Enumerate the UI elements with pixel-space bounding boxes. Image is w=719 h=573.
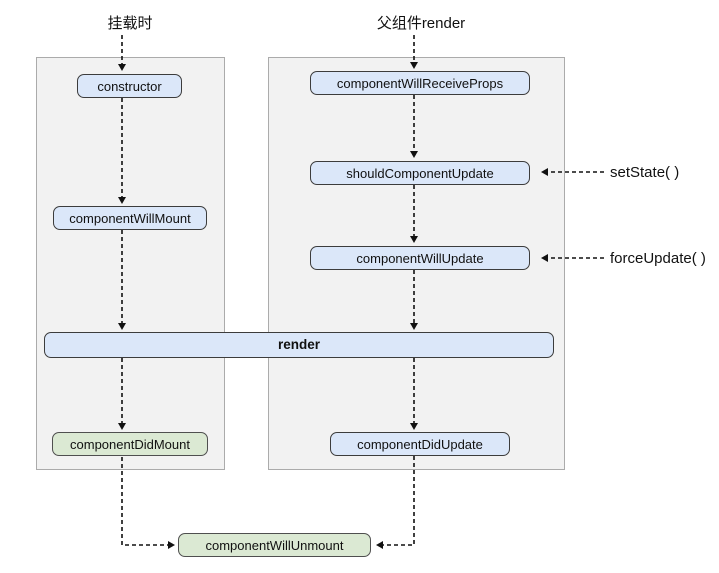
- setstate-label: setState( ): [610, 164, 680, 181]
- node-component-did-update: componentDidUpdate: [330, 432, 510, 456]
- node-component-will-mount: componentWillMount: [53, 206, 207, 230]
- mount-phase-title: 挂载时: [107, 15, 153, 32]
- edge-didupdate-willunmount: [376, 456, 415, 549]
- node-constructor: constructor: [77, 74, 182, 98]
- parent-render-title: 父组件render: [376, 15, 466, 32]
- mount-phase-panel: [36, 57, 225, 470]
- edge-didmount-willunmount: [121, 457, 175, 549]
- forceupdate-label: forceUpdate( ): [610, 250, 706, 267]
- node-component-did-mount: componentDidMount: [52, 432, 208, 456]
- node-component-will-receive-props: componentWillReceiveProps: [310, 71, 530, 95]
- node-render: render: [44, 332, 554, 358]
- node-component-will-unmount: componentWillUnmount: [178, 533, 371, 557]
- node-should-component-update: shouldComponentUpdate: [310, 161, 530, 185]
- node-component-will-update: componentWillUpdate: [310, 246, 530, 270]
